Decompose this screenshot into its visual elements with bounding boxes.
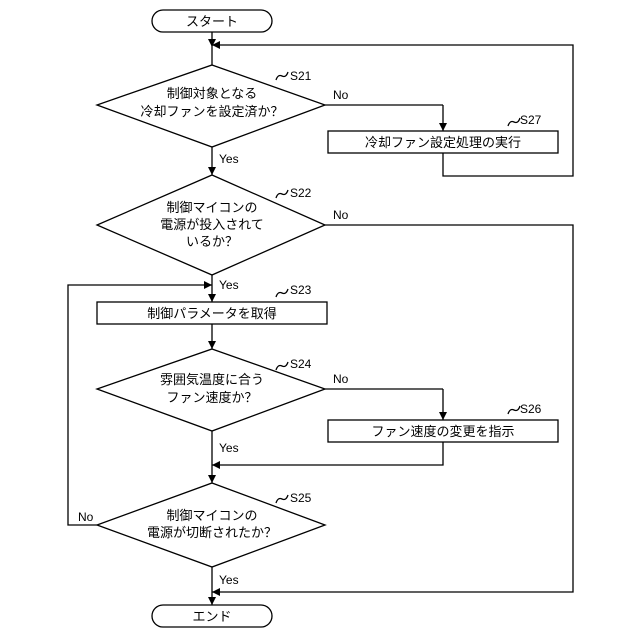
branch-label-s22-no: No (333, 208, 349, 222)
arrowhead (439, 412, 447, 420)
step-id-s21: S21 (290, 69, 312, 83)
step-id-tick (276, 362, 288, 370)
decision-s25-text-1: 制御マイコンの (166, 509, 257, 524)
arrowhead (208, 597, 216, 605)
end-label: エンド (192, 610, 231, 625)
step-id-s27: S27 (520, 113, 542, 127)
branch-label-s22-yes: Yes (219, 278, 239, 292)
arrowhead (212, 461, 220, 469)
arrowhead (208, 341, 216, 349)
arrowhead (439, 123, 447, 131)
step-id-tick (276, 495, 288, 503)
step-id-tick (276, 289, 288, 297)
decision-s24-text-2: ファン速度か？ (166, 390, 257, 406)
process-s26-text: ファン速度の変更を指示 (371, 424, 514, 440)
branch-label-s25-no: No (78, 510, 94, 524)
arrowhead (212, 588, 220, 596)
branch-label-s25-yes: Yes (219, 573, 239, 587)
arrowhead (204, 281, 212, 289)
step-id-s26: S26 (520, 402, 542, 416)
step-id-tick (508, 118, 520, 126)
arrowhead (208, 167, 216, 175)
branch-label-s24-yes: Yes (219, 441, 239, 455)
branch-label-s21-yes: Yes (219, 152, 239, 166)
process-s27-text: 冷却ファン設定処理の実行 (365, 135, 521, 151)
step-id-s25: S25 (290, 491, 312, 505)
arrowhead (208, 294, 216, 302)
decision-s21-text-1: 制御対象となる (167, 87, 258, 102)
start-label: スタート (186, 15, 238, 30)
process-s23-text: 制御パラメータを取得 (147, 306, 277, 322)
decision-s22-text-1: 制御マイコンの (166, 201, 257, 216)
decision-s24-text-1: 雰囲気温度に合う (160, 372, 264, 388)
step-id-s22: S22 (290, 186, 312, 200)
connector-s26-merge (212, 442, 443, 465)
decision-s25-text-2: 電源が切断されたか？ (147, 526, 277, 541)
step-id-tick (508, 406, 520, 414)
step-id-s24: S24 (290, 357, 312, 371)
step-id-tick (276, 190, 288, 198)
decision-s22-text-2: 電源が投入されて (160, 217, 264, 233)
decision-s22-text-3: いるか？ (186, 235, 238, 250)
arrowhead (208, 475, 216, 483)
branch-label-s24-no: No (333, 372, 349, 386)
branch-label-s21-no: No (333, 88, 349, 102)
step-id-s23: S23 (290, 283, 312, 297)
decision-s21-text-2: 冷却ファンを設定済か？ (140, 104, 283, 120)
step-id-tick (276, 72, 288, 80)
